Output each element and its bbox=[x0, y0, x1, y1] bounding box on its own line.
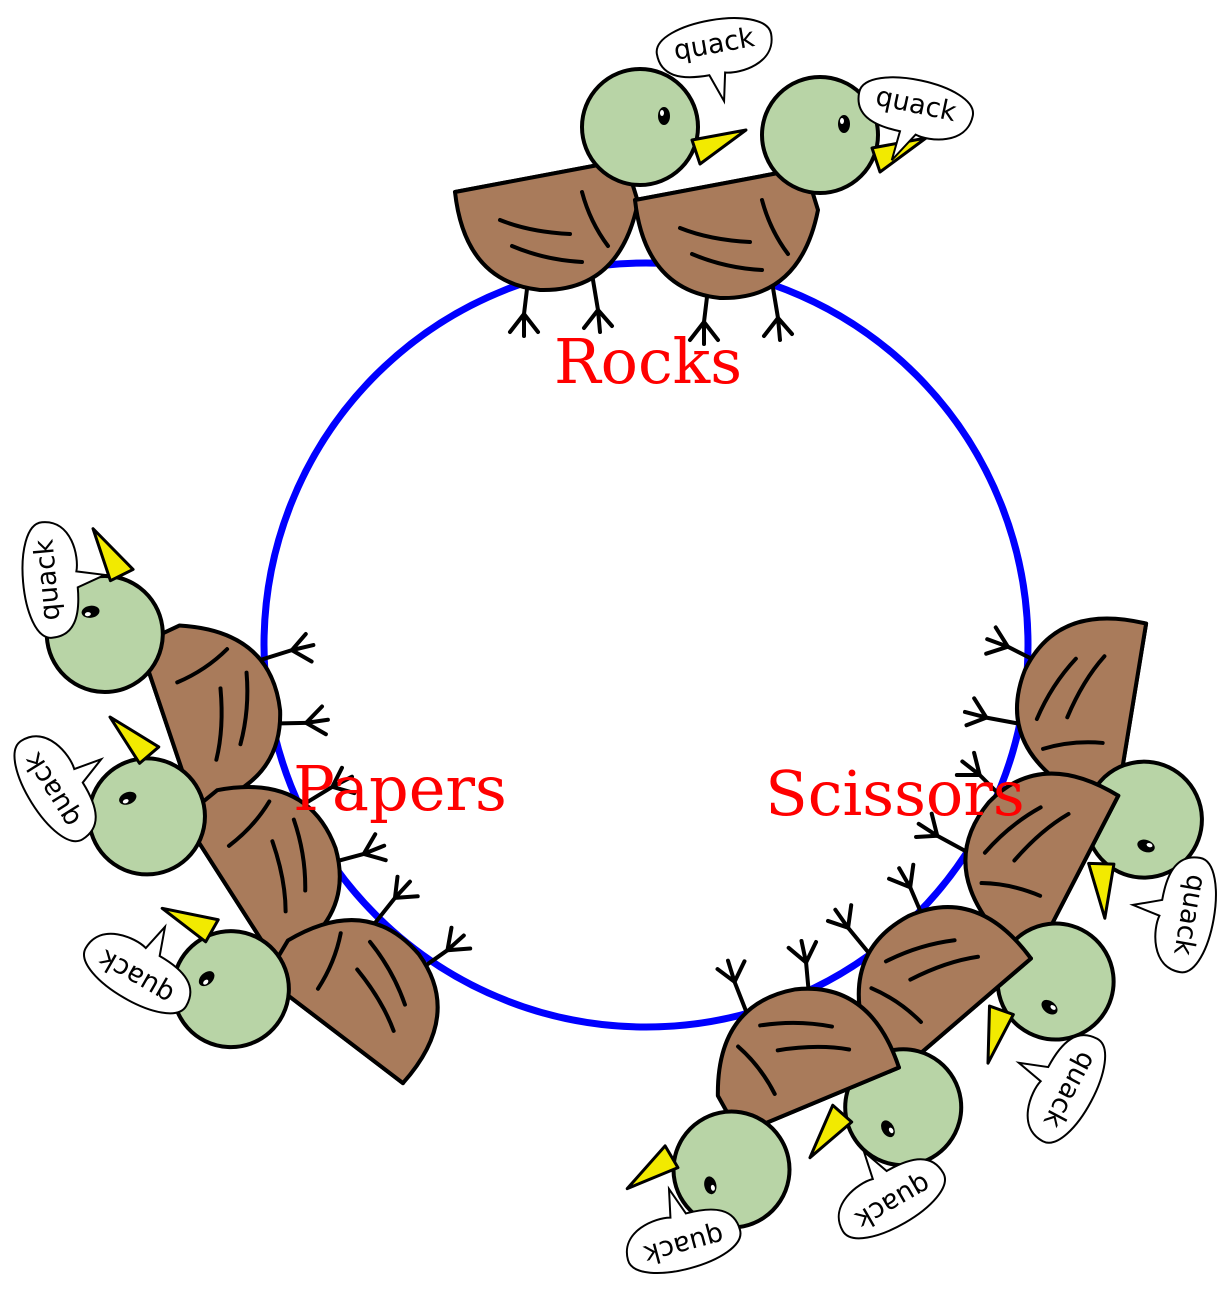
speech-bubble: quack bbox=[1129, 856, 1217, 974]
rocks-group: quack quack bbox=[453, 17, 974, 346]
papers-group: quack quack quack bbox=[13, 497, 512, 1168]
speech-bubble: quack bbox=[655, 17, 773, 105]
cycle-circle bbox=[260, 259, 1032, 1031]
rocks-label: Rocks bbox=[554, 325, 742, 398]
speech-bubble: quack bbox=[21, 521, 109, 639]
papers-label: Papers bbox=[293, 752, 507, 825]
quack-text: quack bbox=[28, 538, 66, 622]
scissors-label: Scissors bbox=[765, 757, 1024, 830]
speech-bubble: quack bbox=[857, 76, 974, 161]
scissors-group: quack quack quack quack bbox=[582, 572, 1232, 1274]
